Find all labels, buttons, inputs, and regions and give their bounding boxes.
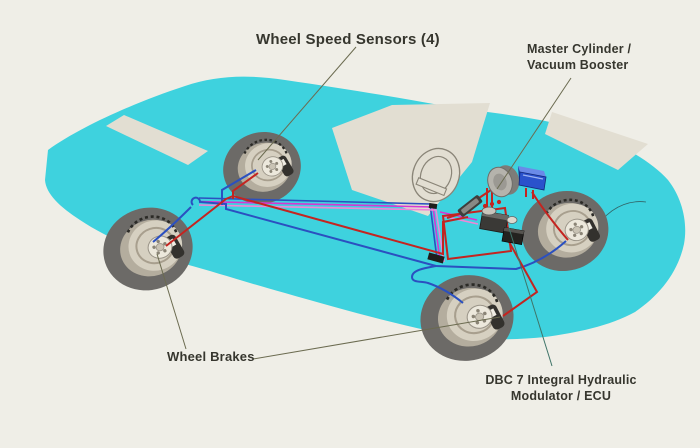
vacuum-booster: [487, 165, 520, 198]
label-master-cylinder-line1: Master Cylinder /: [527, 42, 632, 56]
leader-wheel-brakes-rear: [252, 316, 501, 360]
leader-modulator: [508, 227, 553, 367]
label-modulator-ecu: DBC 7 Integral Hydraulic Modulator / ECU: [478, 372, 644, 405]
wire-connector: [427, 252, 445, 264]
label-wheel-speed-sensors: Wheel Speed Sensors (4): [256, 31, 440, 48]
sensor-wire-bundle: [198, 197, 479, 264]
leader-wheel-brakes-front: [156, 253, 187, 350]
leader-lines: [156, 46, 572, 367]
label-modulator-line2: Modulator / ECU: [510, 389, 612, 404]
steering-wheel-icon: [411, 147, 461, 203]
fluid-reservoir: [518, 166, 547, 191]
windshield: [106, 115, 208, 165]
hydraulic-modulator: [479, 199, 525, 245]
hydraulic-lines-blue: [152, 169, 567, 304]
leader-master-cylinder: [496, 77, 572, 190]
label-master-cylinder-line2: Vacuum Booster: [527, 58, 629, 73]
brake-pedal: [457, 195, 483, 217]
label-master-cylinder: Master Cylinder / Vacuum Booster: [527, 41, 631, 74]
wire-connector: [428, 202, 438, 210]
leader-wheel-speed-sensors: [257, 46, 357, 161]
rear-window: [545, 112, 648, 170]
label-wheel-brakes: Wheel Brakes: [167, 349, 255, 364]
label-modulator-line1: DBC 7 Integral Hydraulic: [485, 373, 637, 387]
